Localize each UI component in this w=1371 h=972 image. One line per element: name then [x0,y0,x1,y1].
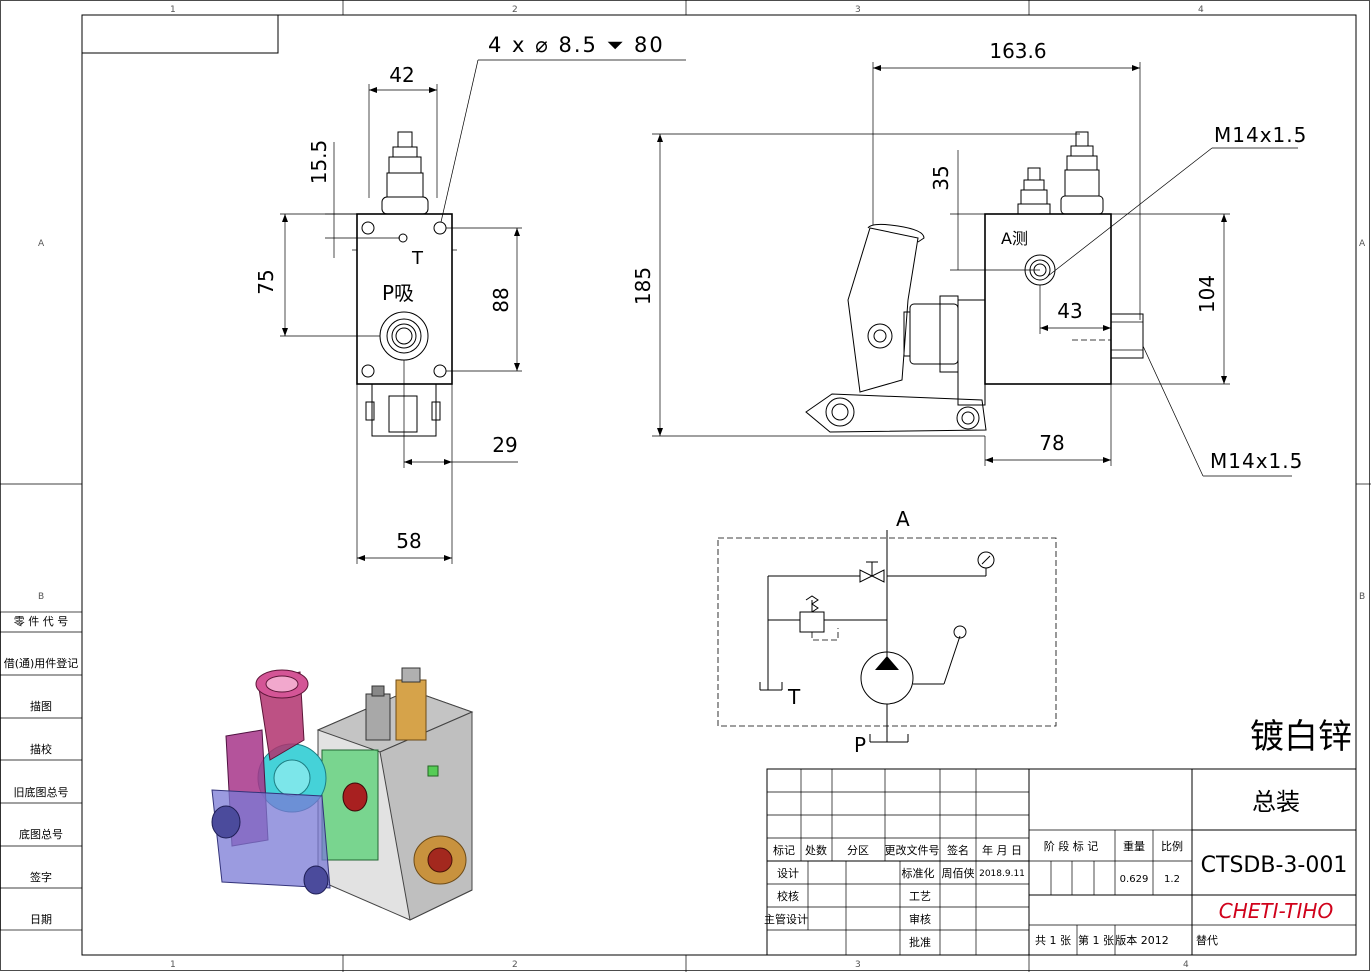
strip-label: 描校 [30,742,52,756]
tb-version: 版本 2012 [1115,933,1169,947]
port-p-label: P吸 [382,281,414,305]
dim-35: 35 [929,165,953,190]
thread-top: M14x1.5 [1214,123,1307,147]
tb-header: 分区 [847,844,869,857]
tb-chief: 主管设计 [764,912,808,926]
hydraulic-schematic: A T P [717,507,1057,757]
port-t-label: T [411,248,424,269]
hole-note: 4 x ⌀ 8.5 ⏷ 80 [488,33,665,57]
schematic-a-label: A [896,507,910,531]
row-label: A [1359,239,1366,249]
strip-label: 旧底图总号 [14,785,69,799]
dim-58: 58 [396,529,421,553]
row-label: B [38,592,44,602]
col-label: 4 [1198,5,1204,15]
strip-label: 签字 [30,870,52,884]
row-label: A [38,239,45,249]
tb-title: 总装 [1252,788,1300,816]
dim-163-6: 163.6 [989,39,1046,63]
tb-scale: 1.2 [1164,874,1180,885]
schematic-t-label: T [787,685,801,709]
tb-designer: 周佰侠 [942,867,975,880]
thread-bottom: M14x1.5 [1210,449,1303,473]
dim-42: 42 [389,63,414,87]
dim-185: 185 [631,267,655,305]
dim-75: 75 [254,269,278,294]
tb-process: 工艺 [909,890,931,903]
strip-label: 借(通)用件登记 [4,656,79,670]
col-label: 3 [855,5,861,15]
dim-78: 78 [1039,431,1064,455]
port-a-label: A测 [1001,229,1028,248]
tb-stage-mark: 阶 段 标 记 [1044,839,1099,853]
strip-label: 零 件 代 号 [14,615,69,628]
schematic-p-label: P [854,733,866,757]
tb-scale-label: 比例 [1161,839,1183,853]
tb-header: 标记 [773,843,795,857]
left-strip: 零 件 代 号 借(通)用件登记 描图 描校 旧底图总号 底图总号 签字 日期 [0,611,83,931]
tb-company: CHETI-TIHO [1219,899,1333,923]
dim-43: 43 [1057,299,1082,323]
tb-header: 年 月 日 [982,843,1022,857]
tb-sheet-no: 第 1 张 [1078,933,1114,947]
strip-label: 日期 [30,913,52,926]
strip-label: 底图总号 [19,827,63,841]
row-label: B [1359,592,1365,602]
tb-header: 处数 [805,844,827,857]
col-label: 1 [170,960,176,970]
front-view: T P吸 42 15.5 75 88 29 58 [254,33,686,564]
title-block: 标记 处数 分区 更改文件号 签名 年 月 日 设计 标准化 周佰侠 2018.… [764,768,1357,956]
dim-29: 29 [492,433,517,457]
tb-sheets-total: 共 1 张 [1035,934,1071,947]
tb-replace: 替代 [1196,933,1218,947]
finish-note: 镀白锌 [1250,717,1352,757]
tb-header: 签名 [947,843,969,857]
col-label: 4 [1183,960,1189,970]
col-label: 3 [855,960,861,970]
tb-check: 校核 [777,889,799,903]
dim-88: 88 [489,287,513,312]
strip-label: 描图 [30,699,52,713]
tb-approve: 批准 [909,935,931,949]
tb-header: 更改文件号 [885,843,940,857]
col-label: 2 [512,960,518,970]
tb-weight: 0.629 [1120,874,1149,885]
dim-15-5: 15.5 [307,140,331,185]
tb-standardize: 标准化 [902,866,935,880]
tb-drawing-no: CTSDB-3-001 [1201,853,1348,878]
tb-weight-label: 重量 [1123,839,1145,853]
isometric-view [211,667,474,921]
col-label: 1 [170,5,176,15]
tb-date: 2018.9.11 [979,869,1025,879]
side-view: A测 163.6 [631,39,1307,477]
tb-design: 设计 [777,867,799,880]
tb-review: 审核 [909,912,931,926]
dim-104: 104 [1195,275,1219,313]
col-label: 2 [512,5,518,15]
